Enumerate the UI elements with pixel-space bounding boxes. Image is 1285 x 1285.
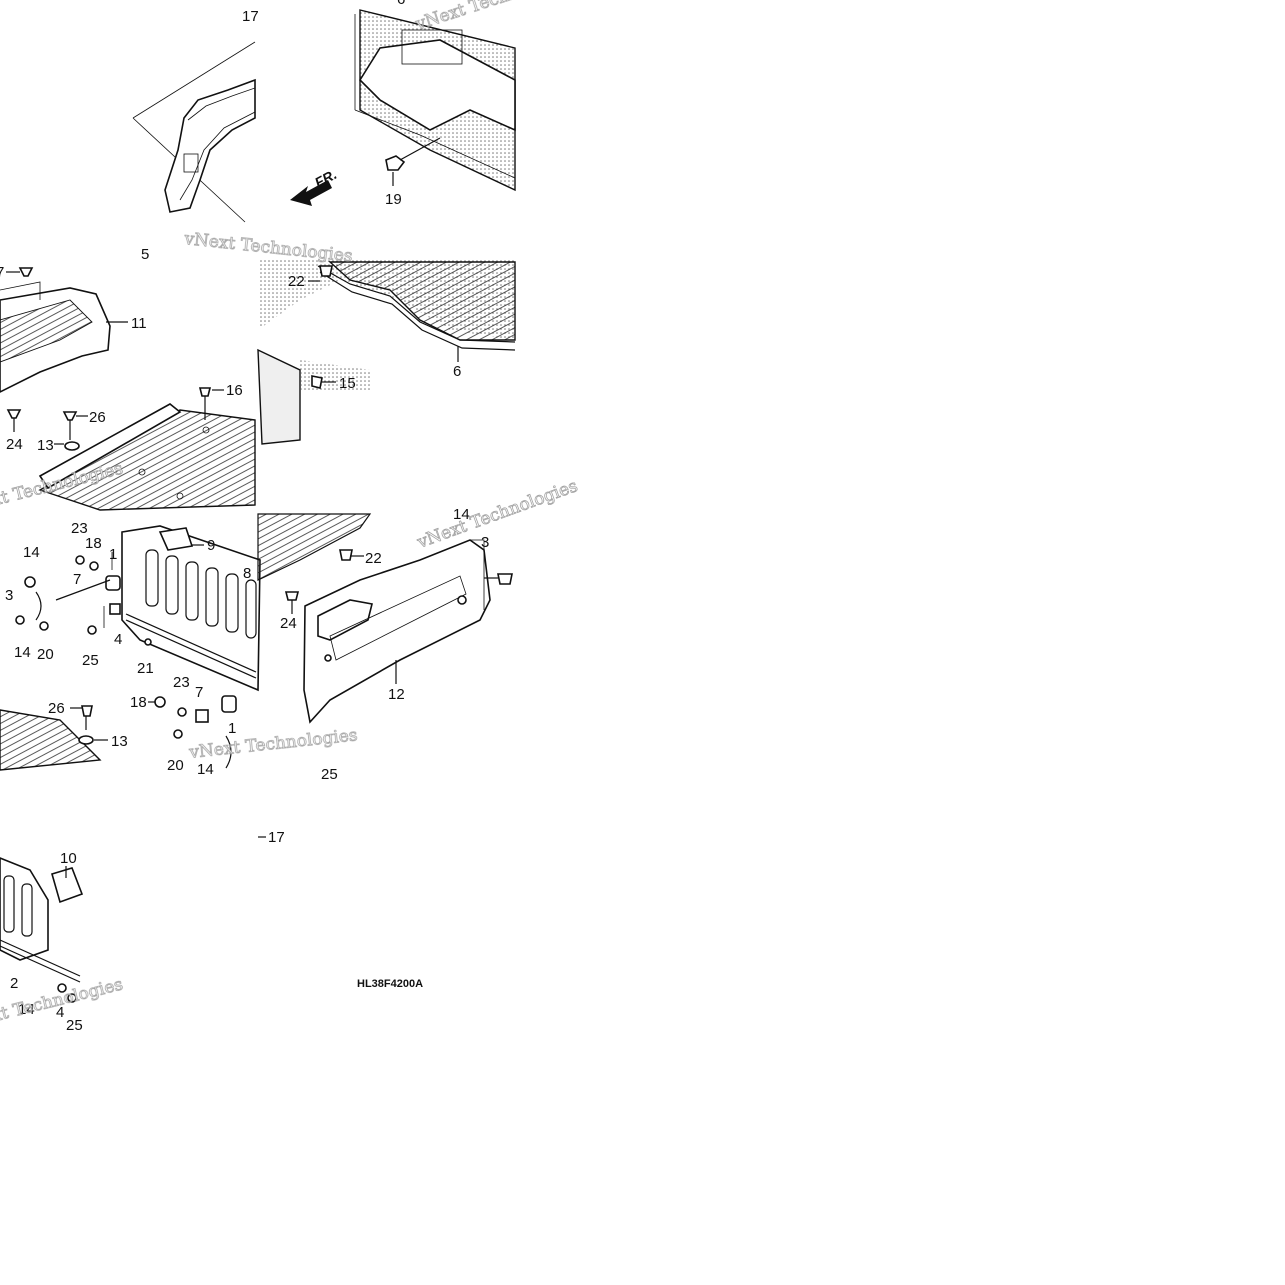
callout-20-lower: 20 — [167, 757, 184, 774]
callout-4-lower: 4 — [56, 1004, 64, 1021]
bed-rail-assembly — [132, 41, 256, 223]
callout-16: 16 — [226, 382, 243, 399]
callout-25-upper: 25 — [82, 652, 99, 669]
callout-21: 21 — [137, 660, 154, 677]
callout-5: 5 — [141, 246, 149, 263]
callout-14-e: 14 — [18, 1001, 35, 1018]
callout-7-upper: 7 — [0, 264, 4, 281]
callout-24-lower: 24 — [280, 615, 297, 632]
callout-14-b: 14 — [14, 644, 31, 661]
callout-22-upper: 22 — [288, 273, 305, 290]
callout-9: 9 — [207, 537, 215, 554]
callout-1-upper: 1 — [109, 546, 117, 563]
bed-side-liner — [257, 258, 516, 445]
callout-14-c: 14 — [197, 761, 214, 778]
callout-20-upper: 20 — [37, 646, 54, 663]
callout-15: 15 — [339, 375, 356, 392]
watermark: vNext Technologies — [187, 725, 358, 763]
callout-6-top: 6 — [397, 0, 405, 8]
callout-17-top: 17 — [242, 8, 259, 25]
callout-11: 11 — [131, 315, 147, 332]
callout-22-lower: 22 — [365, 550, 382, 567]
callout-7-mid: 7 — [73, 571, 81, 588]
watermark: vNext Technologies — [414, 476, 580, 553]
callout-labels: 17 6 19 5 7 11 16 26 24 13 22 15 6 23 18… — [0, 0, 489, 1034]
callout-8: 8 — [243, 565, 251, 582]
callout-10: 10 — [60, 850, 77, 867]
tailgate-hardware — [0, 525, 261, 771]
callout-4-upper: 4 — [114, 631, 122, 648]
callout-12: 12 — [388, 686, 405, 703]
tailgate-end-hardware — [0, 857, 84, 1003]
diagram-code: HL38F4200A — [357, 978, 423, 990]
front-panel-assembly — [290, 9, 516, 206]
callout-25-middle: 25 — [321, 766, 338, 783]
callout-13-upper: 13 — [37, 437, 54, 454]
callout-26-lower: 26 — [48, 700, 65, 717]
callout-18-upper: 18 — [85, 535, 102, 552]
callout-26-upper: 26 — [89, 409, 106, 426]
callout-3-left: 3 — [5, 587, 13, 604]
callout-23-upper: 23 — [71, 520, 88, 537]
callout-6-middle: 6 — [453, 363, 461, 380]
callout-19: 19 — [385, 191, 402, 208]
callout-7-lower: 7 — [195, 684, 203, 701]
callout-23-lower: 23 — [173, 674, 190, 691]
callout-13-lower: 13 — [111, 733, 128, 750]
callout-24-upper: 24 — [6, 436, 23, 453]
side-panel-assembly — [257, 513, 513, 724]
callout-17-lower: 17 — [268, 829, 285, 846]
callout-18-lower: 18 — [130, 694, 147, 711]
callout-1-lower: 1 — [228, 720, 236, 737]
callout-2: 2 — [10, 975, 18, 992]
callout-3-right: 3 — [481, 534, 489, 551]
callout-25-lower: 25 — [66, 1017, 83, 1034]
tailgate-and-bed-floor — [0, 267, 256, 511]
callout-14-d: 14 — [453, 506, 470, 523]
callout-14-a: 14 — [23, 544, 40, 561]
